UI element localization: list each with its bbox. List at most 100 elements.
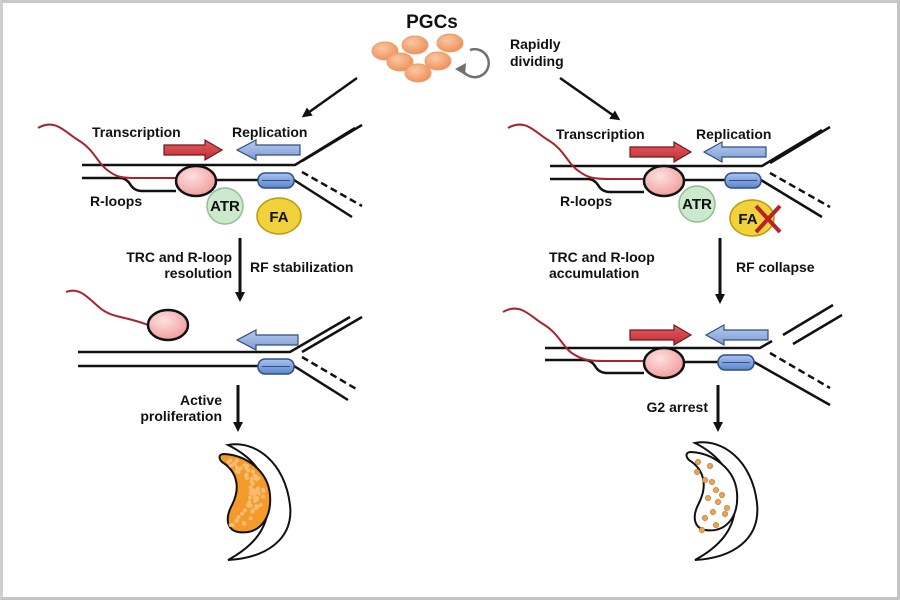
- germ-cell: [232, 462, 237, 467]
- arrow-to-right-branch: [559, 76, 621, 121]
- germ-cell: [251, 469, 255, 474]
- germ-cell: [707, 462, 714, 469]
- dividing-label: dividing: [510, 53, 564, 69]
- right-step1-line2: accumulation: [549, 265, 639, 281]
- rloop-rnap: [642, 164, 686, 198]
- germ-cell: [695, 458, 702, 465]
- right-fa-label: FA: [738, 211, 757, 228]
- germ-cell: [248, 485, 253, 490]
- left-step2-line1: Active: [180, 392, 222, 408]
- left-replication-label: Replication: [232, 124, 307, 140]
- germ-cell: [699, 527, 706, 534]
- pgc-cell: [436, 33, 464, 53]
- atr-protein: [206, 187, 244, 225]
- germ-cell: [248, 495, 252, 500]
- germ-cell: [244, 466, 249, 471]
- rloop-rnap: [174, 164, 218, 198]
- germ-cell: [248, 491, 253, 496]
- germ-cell: [240, 511, 245, 516]
- germ-cell: [249, 480, 254, 484]
- transcription-arrow: [163, 138, 224, 162]
- left-step1-line1: TRC and R-loop: [126, 249, 232, 265]
- germ-cell: [722, 510, 729, 517]
- germ-cell: [713, 486, 720, 493]
- replication-arrow: [235, 139, 301, 161]
- germ-cell: [713, 522, 720, 529]
- germ-cell: [253, 506, 258, 511]
- transcription-arrow: [629, 140, 693, 164]
- germ-cell: [234, 458, 239, 463]
- right-replication-fork-2: [502, 303, 843, 407]
- germ-cell: [261, 494, 266, 499]
- germ-cell: [256, 476, 261, 481]
- germ-cell: [715, 498, 722, 505]
- inhibited-x-icon: [754, 204, 782, 234]
- right-transcription-label: Transcription: [556, 126, 645, 142]
- germ-cell: [230, 523, 235, 527]
- germ-cell: [250, 508, 255, 513]
- germ-cell: [242, 508, 247, 513]
- germ-cell: [243, 473, 248, 478]
- right-rloops-label: R-loops: [560, 193, 612, 209]
- left-transcription-label: Transcription: [92, 124, 181, 140]
- left-replication-fork-2: [65, 289, 363, 402]
- right-atr-label: ATR: [682, 196, 712, 213]
- germ-cell: [724, 504, 731, 511]
- germ-cell-mass: [685, 450, 739, 532]
- germ-cell: [241, 521, 246, 525]
- germ-cell: [694, 468, 701, 475]
- germ-cell: [247, 500, 252, 505]
- germ-cell: [252, 473, 257, 478]
- left-replication-fork-1: Transcription Replication R-loops ATR FA: [37, 123, 363, 235]
- rna-strand: [65, 289, 149, 326]
- germ-cell: [248, 503, 253, 508]
- germ-cell: [234, 469, 239, 474]
- germ-cell: [236, 515, 241, 520]
- germ-cell: [710, 508, 717, 515]
- right-step1-line1: TRC and R-loop: [549, 249, 655, 265]
- left-fa-label: FA: [269, 209, 288, 226]
- rnap-released: [146, 308, 190, 342]
- rapidly-label: Rapidly: [510, 36, 561, 52]
- pgc-cell: [401, 35, 429, 55]
- germ-cell: [254, 490, 259, 495]
- rna-strand: [507, 123, 646, 180]
- gonad-proliferating: [218, 443, 292, 561]
- germ-cell: [709, 478, 716, 485]
- right-step1-right: RF collapse: [736, 259, 815, 275]
- germ-cell: [702, 476, 709, 483]
- atr-protein: [678, 185, 716, 223]
- germ-cell: [228, 463, 233, 468]
- left-step2-line2: proliferation: [140, 408, 222, 424]
- fa-protein: [256, 197, 302, 235]
- rloop-rnap: [642, 346, 686, 380]
- germ-cell: [249, 488, 254, 493]
- left-step1-right: RF stabilization: [250, 259, 353, 275]
- arrow-to-left-branch: [301, 76, 358, 118]
- germ-cell: [719, 491, 726, 498]
- germ-cell: [234, 518, 239, 523]
- rna-strand: [502, 307, 646, 362]
- replication-arrow: [704, 323, 769, 347]
- right-replication-fork-1: Transcription Replication R-loops ATR FA: [507, 123, 831, 237]
- germ-cell: [705, 494, 712, 501]
- pgc-cluster: [371, 33, 464, 83]
- left-rloops-label: R-loops: [90, 193, 142, 209]
- replication-arrow: [702, 140, 767, 164]
- replication-arrow: [235, 329, 299, 351]
- title-pgcs: PGCs: [406, 12, 458, 33]
- cycle-arrow-icon: [455, 47, 490, 79]
- germ-cell: [226, 459, 231, 464]
- left-step1-line2: resolution: [164, 265, 232, 281]
- transcription-arrow: [629, 323, 693, 347]
- left-atr-label: ATR: [210, 198, 240, 215]
- germ-cell: [258, 502, 263, 507]
- gonad-arrested: [685, 441, 759, 561]
- pgc-cell: [424, 51, 452, 71]
- rna-strand: [37, 123, 178, 179]
- germ-cell: [254, 497, 259, 502]
- germ-cell: [248, 516, 253, 521]
- pgc-cell: [386, 52, 414, 72]
- right-replication-label: Replication: [696, 126, 771, 142]
